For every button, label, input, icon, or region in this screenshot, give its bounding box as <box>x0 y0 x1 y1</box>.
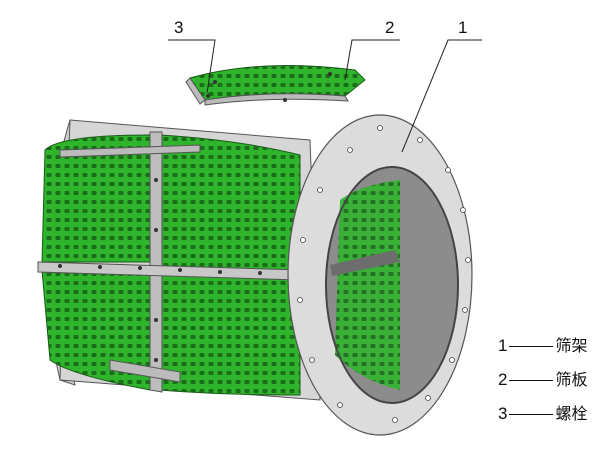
legend-dash <box>509 414 554 416</box>
legend-label: 筛板 <box>555 370 588 389</box>
legend-label: 筛架 <box>555 336 588 355</box>
screen-panel <box>159 134 301 273</box>
legend-dash <box>509 380 554 382</box>
frame-bar <box>59 144 201 158</box>
screen-panel <box>159 274 301 396</box>
callout-1: 1 <box>458 18 468 37</box>
callout-2: 2 <box>385 18 395 37</box>
legend-num: 2 <box>498 370 508 389</box>
legend-dash <box>509 346 554 348</box>
legend-num: 3 <box>498 404 508 423</box>
screen-frame <box>37 119 321 401</box>
detached-screen-plate <box>185 65 366 106</box>
frame-bar <box>149 131 163 393</box>
callout-3: 3 <box>174 18 184 37</box>
flange <box>287 114 473 436</box>
legend-num: 1 <box>498 336 508 355</box>
flange-bolt-holes <box>297 125 471 423</box>
frame-bar <box>109 359 181 383</box>
bolt-icon <box>206 72 332 102</box>
legend-item: 1 筛架 <box>498 332 587 356</box>
leader-lines <box>168 39 482 153</box>
frame-bolts <box>58 178 262 362</box>
legend-label: 螺栓 <box>555 404 588 423</box>
legend-item: 3 螺栓 <box>498 400 587 424</box>
legend-item: 2 筛板 <box>498 366 587 390</box>
